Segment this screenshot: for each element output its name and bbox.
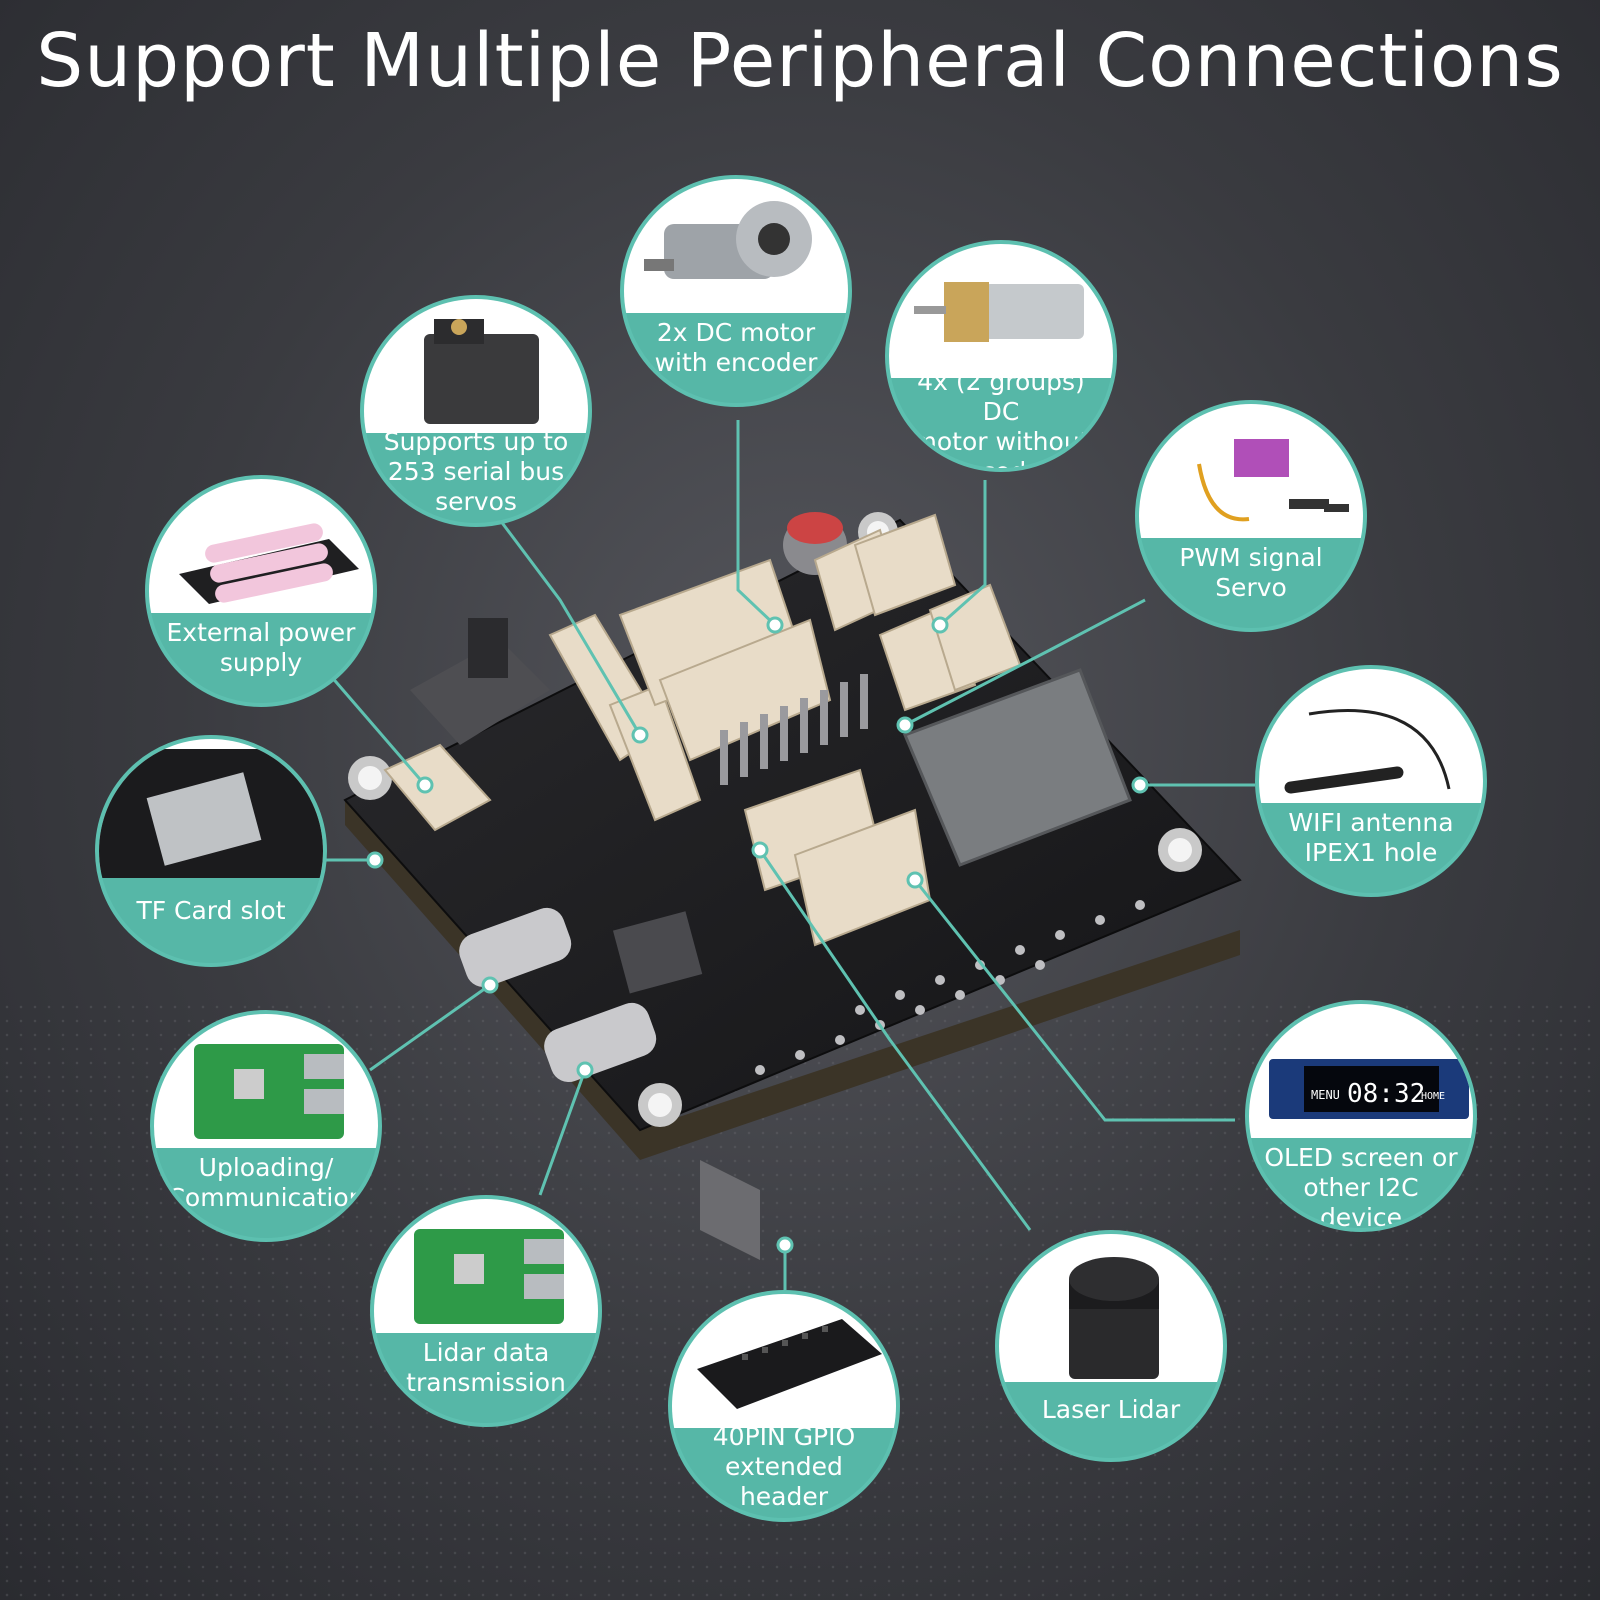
oled-menu-text: MENU [1311, 1088, 1340, 1102]
bubble-label: encoder [950, 457, 1052, 472]
bus-servo-icon [364, 299, 588, 434]
bubble-label: 2x DC motor [656, 317, 816, 347]
esp32-module [903, 668, 1132, 867]
bubble-label: Communication [167, 1182, 365, 1212]
bubble-tf-card-slot: TF Card slot [95, 735, 327, 967]
raspberry-pi-icon [374, 1199, 598, 1334]
bubble-label: WIFI antenna [1288, 807, 1454, 837]
usb-c-port [459, 907, 572, 988]
battery-holder-icon [149, 479, 373, 614]
bubble-label: Uploading/ [198, 1152, 334, 1182]
oled-screen: MENU 08:32 HOME [1269, 1059, 1469, 1119]
tf-card-icon [99, 739, 323, 878]
micro-dc-motor-icon [889, 244, 1113, 379]
bubble-label: supply [219, 647, 303, 677]
bubble-label: motor without [912, 427, 1090, 457]
bubble-label: other I2C device [1303, 1172, 1419, 1232]
bubble-label: 4x (2 groups) DC [917, 367, 1085, 427]
bubble-label: 253 serial bus [387, 456, 565, 486]
bubble-label: Laser Lidar [1041, 1395, 1181, 1425]
bubble-label: transmission [406, 1367, 566, 1397]
leader-dots [366, 616, 1149, 1254]
bubble-laser-lidar: Laser Lidar [995, 1230, 1227, 1462]
gpio-spacer [700, 1160, 760, 1260]
bubble-uploading-communication: Uploading/Communication [150, 1010, 382, 1242]
bubble-label: 40PIN GPIO [712, 1421, 856, 1451]
connector-group [383, 513, 1022, 947]
bubble-label: with encoder [654, 347, 818, 377]
inductor [612, 911, 703, 994]
usb-c-port [544, 1002, 657, 1083]
bubble-label: OLED screen or [1264, 1142, 1458, 1172]
bubble-label: extended [725, 1451, 843, 1481]
page-title: Support Multiple Peripheral Connections [36, 18, 1564, 104]
bubble-label: External power [166, 617, 356, 647]
bubble-label: header [739, 1481, 829, 1511]
gpio-header-icon [672, 1294, 896, 1429]
bubble-label: Lidar data [422, 1337, 550, 1367]
bubble-label: PWM signal [1179, 542, 1323, 572]
pin-header-row [720, 674, 868, 785]
lidar-icon [999, 1234, 1223, 1382]
bubble-label: IPEX1 hole [1304, 837, 1438, 867]
power-switch [410, 640, 550, 745]
oled-time-text: 08:32 [1347, 1079, 1425, 1109]
oled-home-text: HOME [1421, 1091, 1445, 1102]
geared-dc-motor-icon [624, 179, 848, 314]
pwm-servo-icon [1139, 404, 1363, 539]
bubble-label: servos [435, 486, 517, 516]
antenna-icon [1259, 669, 1483, 804]
raspberry-pi-icon [154, 1014, 378, 1149]
bubble-label: TF Card slot [136, 895, 286, 925]
bubble-label: Servo [1215, 572, 1287, 602]
bubble-label: Supports up to [383, 426, 569, 456]
oled-icon: MENU 08:32 HOME [1249, 1004, 1473, 1139]
